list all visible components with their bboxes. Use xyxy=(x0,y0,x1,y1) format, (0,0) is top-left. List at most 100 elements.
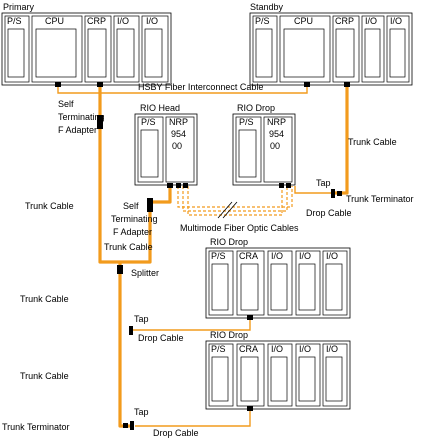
svg-text:CRP: CRP xyxy=(87,16,106,26)
trunk-terminator-right-label: Trunk Terminator xyxy=(346,194,414,204)
primary-cpu-connector xyxy=(55,82,61,87)
svg-text:954: 954 xyxy=(269,129,284,139)
svg-text:P/S: P/S xyxy=(211,344,226,354)
primary-slot-ps: P/S xyxy=(4,15,30,83)
rio-drop-2-slot-io-1: I/O xyxy=(267,343,293,407)
primary-slot-cpu: CPU xyxy=(31,15,83,83)
f-adapter-1 xyxy=(97,115,103,129)
trunk-terminator-right xyxy=(337,191,342,196)
standby-rack-title: Standby xyxy=(250,2,284,12)
svg-text:I/O: I/O xyxy=(271,344,283,354)
drop-cable-right-label: Drop Cable xyxy=(306,208,352,218)
drop-cable-mid-label: Drop Cable xyxy=(138,333,184,343)
drop-cable-right xyxy=(294,186,335,194)
tap-bottom xyxy=(130,421,134,430)
svg-text:CPU: CPU xyxy=(45,16,64,26)
svg-text:P/S: P/S xyxy=(141,117,156,127)
standby-slot-ps: P/S xyxy=(252,15,278,83)
standby-slot-crp: CRP xyxy=(332,15,360,83)
multimode-cable-label: Multimode Fiber Optic Cables xyxy=(180,223,299,233)
trunk-cable-label-2: Trunk Cable xyxy=(104,242,153,252)
trunk-cable-right xyxy=(335,86,349,195)
svg-text:NRP: NRP xyxy=(169,117,188,127)
svg-text:I/O: I/O xyxy=(390,16,402,26)
drop-cable-mid xyxy=(133,320,251,331)
cable-break-mark xyxy=(217,201,233,219)
svg-text:I/O: I/O xyxy=(271,251,283,261)
rio-drop-top-slot-nrp: NRP 954 00 xyxy=(263,116,293,183)
svg-text:P/S: P/S xyxy=(239,117,254,127)
rio-drop-2-slot-io-2: I/O xyxy=(295,343,321,407)
rio-drop-1-slot-io-3: I/O xyxy=(322,250,348,316)
self-term-label-2-line3: F Adapter xyxy=(113,227,152,237)
svg-text:I/O: I/O xyxy=(326,251,338,261)
rio-drop-top-title: RIO Drop xyxy=(237,103,275,113)
standby-slot-cpu: CPU xyxy=(279,15,331,83)
multimode-fiber-1 xyxy=(177,186,293,208)
rio-drop-2-slot-cra: CRA xyxy=(236,343,265,407)
svg-text:I/O: I/O xyxy=(299,251,311,261)
svg-text:NRP: NRP xyxy=(267,117,286,127)
rio-head-fiber-port-2 xyxy=(183,183,188,188)
standby-slot-io-2: I/O xyxy=(386,15,410,83)
svg-text:P/S: P/S xyxy=(7,16,22,26)
splitter xyxy=(117,265,123,274)
svg-text:I/O: I/O xyxy=(299,344,311,354)
rio-head-slot-nrp: NRP 954 00 xyxy=(165,116,195,183)
trunk-cable-label-1: Trunk Cable xyxy=(25,201,74,211)
splitter-label: Splitter xyxy=(131,268,159,278)
svg-text:P/S: P/S xyxy=(255,16,270,26)
cable-break-mark xyxy=(222,201,238,219)
rio-drop-2-slot-io-3: I/O xyxy=(322,343,348,407)
drop-cable-bottom-label: Drop Cable xyxy=(153,428,199,438)
drop-cable-bottom xyxy=(135,410,251,427)
rio-head-title: RIO Head xyxy=(140,103,180,113)
svg-text:00: 00 xyxy=(172,141,182,151)
rio-drop-top-slot-ps: P/S xyxy=(235,116,262,183)
rio-drop-1-slot-cra: CRA xyxy=(236,250,265,316)
tap-right xyxy=(331,189,335,198)
trunk-cable-right-label: Trunk Cable xyxy=(348,137,397,147)
rio-drop-1-title: RIO Drop xyxy=(210,237,248,247)
svg-text:CPU: CPU xyxy=(294,16,313,26)
svg-text:I/O: I/O xyxy=(326,344,338,354)
svg-text:I/O: I/O xyxy=(117,16,129,26)
svg-text:CRA: CRA xyxy=(239,344,258,354)
svg-text:P/S: P/S xyxy=(211,251,226,261)
rio-drop-top-fiber-port-1 xyxy=(279,183,284,188)
rio-drop-1-cra-connector xyxy=(247,315,253,320)
rio-drop-2-cra-connector xyxy=(247,406,253,411)
svg-text:I/O: I/O xyxy=(365,16,377,26)
self-term-label-1-line2: Terminating xyxy=(58,112,105,122)
primary-slot-io-1: I/O xyxy=(113,15,140,83)
self-term-label-1-line3: F Adapter xyxy=(58,125,97,135)
trunk-cable-label-4: Trunk Cable xyxy=(20,371,69,381)
rio-drop-1-slot-io-1: I/O xyxy=(267,250,293,316)
svg-text:954: 954 xyxy=(171,129,186,139)
trunk-terminator-bottom-label: Trunk Terminator xyxy=(2,422,70,432)
self-term-label-2-line1: Self xyxy=(123,201,139,211)
tap-bottom-label: Tap xyxy=(134,407,149,417)
f-adapter-2 xyxy=(147,198,153,212)
primary-slot-io-2: I/O xyxy=(141,15,169,83)
svg-text:CRA: CRA xyxy=(239,251,258,261)
primary-slot-crp: CRP xyxy=(84,15,112,83)
tap-right-label: Tap xyxy=(316,178,331,188)
rio-head-slot-ps: P/S xyxy=(137,116,164,183)
trunk-terminator-bottom xyxy=(123,423,128,428)
rio-head-fiber-port-1 xyxy=(176,183,181,188)
standby-cpu-connector xyxy=(304,82,310,87)
rio-drop-1-slot-io-2: I/O xyxy=(295,250,321,316)
standby-slot-io-1: I/O xyxy=(361,15,385,83)
trunk-cable-label-3: Trunk Cable xyxy=(20,294,69,304)
self-term-label-2-line2: Terminating xyxy=(111,214,158,224)
hsby-cable-label: HSBY Fiber Interconnect Cable xyxy=(138,82,263,92)
rio-drop-top-fiber-port-2 xyxy=(286,183,291,188)
standby-crp-connector xyxy=(344,82,350,87)
rio-drop-2-title: RIO Drop xyxy=(210,330,248,340)
rio-head-trunk-connector xyxy=(167,183,173,188)
tap-mid xyxy=(129,326,133,335)
tap-mid-label: Tap xyxy=(134,314,149,324)
multimode-fiber-2 xyxy=(182,186,288,212)
